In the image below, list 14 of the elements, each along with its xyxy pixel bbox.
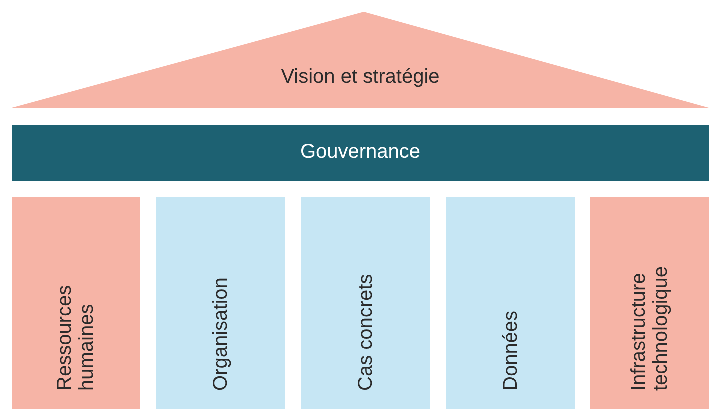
roof-label: Vision et stratégie bbox=[280, 66, 441, 88]
pillar-box bbox=[446, 197, 575, 409]
pillar-label: Ressources humaines bbox=[54, 284, 98, 391]
roof-triangle bbox=[12, 12, 709, 108]
pillar-box bbox=[156, 197, 285, 409]
pillar-label: Infrastructure technologique bbox=[628, 265, 672, 391]
pillar-box bbox=[12, 197, 140, 409]
band-label: Gouvernance bbox=[299, 141, 422, 163]
pillar-box bbox=[590, 197, 709, 409]
governance-band bbox=[12, 125, 709, 181]
pillar-label: Organisation bbox=[210, 276, 232, 391]
pillar-label: Données bbox=[500, 310, 522, 391]
pillar-label: Cas concrets bbox=[354, 273, 376, 391]
pillar-box bbox=[301, 197, 430, 409]
